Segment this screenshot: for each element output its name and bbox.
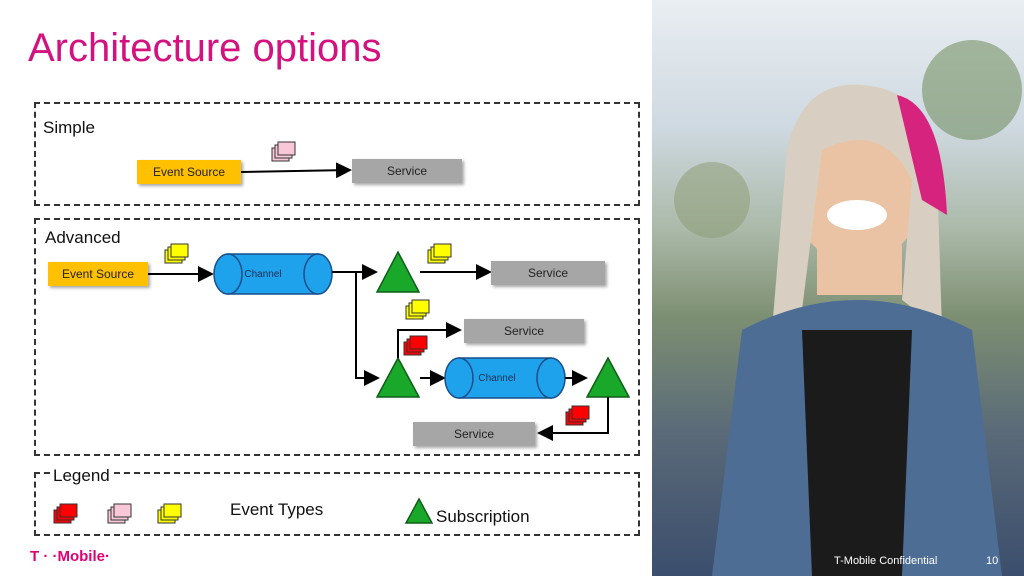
simple-event-icon bbox=[271, 141, 296, 162]
advanced-event-source: Event Source bbox=[48, 262, 148, 286]
channel-2 bbox=[444, 357, 566, 399]
simple-event-source: Event Source bbox=[137, 160, 241, 184]
photo-illustration bbox=[674, 40, 1022, 576]
subscription-1 bbox=[375, 250, 421, 293]
confidential-label: T-Mobile Confidential bbox=[834, 555, 938, 567]
advanced-section bbox=[34, 218, 640, 456]
advanced-service-1: Service bbox=[491, 261, 605, 285]
page-number: 10 bbox=[986, 555, 999, 567]
channel-1 bbox=[213, 253, 333, 295]
adv-event-icon-1 bbox=[164, 243, 189, 264]
simple-section bbox=[34, 102, 640, 206]
adv-arrow-sub3-service bbox=[537, 397, 609, 441]
adv-event-icon-3 bbox=[405, 299, 430, 320]
page-title: Architecture options bbox=[28, 26, 382, 70]
legend-section bbox=[34, 472, 640, 536]
tmobile-logo: T · ·Mobile· bbox=[30, 548, 110, 565]
advanced-label: Advanced bbox=[45, 228, 121, 247]
legend-event-pink bbox=[107, 503, 132, 524]
subscription-3 bbox=[585, 356, 631, 398]
adv-branch-line bbox=[355, 272, 380, 386]
channel-1-label: Channel bbox=[244, 268, 282, 280]
legend-subscription-icon bbox=[404, 497, 434, 524]
adv-event-icon-5 bbox=[565, 405, 590, 426]
subscription-2 bbox=[375, 356, 421, 398]
legend-event-red bbox=[53, 503, 78, 524]
advanced-service-2: Service bbox=[464, 319, 584, 343]
simple-label: Simple bbox=[43, 118, 95, 137]
legend-event-yellow bbox=[157, 503, 182, 524]
hero-photo bbox=[652, 0, 1024, 576]
legend-subscription: Subscription bbox=[436, 507, 530, 526]
simple-arrow bbox=[240, 162, 352, 179]
architecture-diagram bbox=[53, 141, 631, 524]
channel-2-label: Channel bbox=[478, 372, 516, 384]
simple-service: Service bbox=[352, 159, 462, 183]
adv-event-icon-2 bbox=[427, 243, 452, 264]
advanced-service-3: Service bbox=[413, 422, 535, 446]
legend-event-types: Event Types bbox=[230, 500, 324, 519]
adv-event-icon-4 bbox=[403, 335, 428, 356]
legend-label: Legend bbox=[51, 466, 112, 486]
adv-arrow-sub2-service bbox=[397, 322, 462, 358]
